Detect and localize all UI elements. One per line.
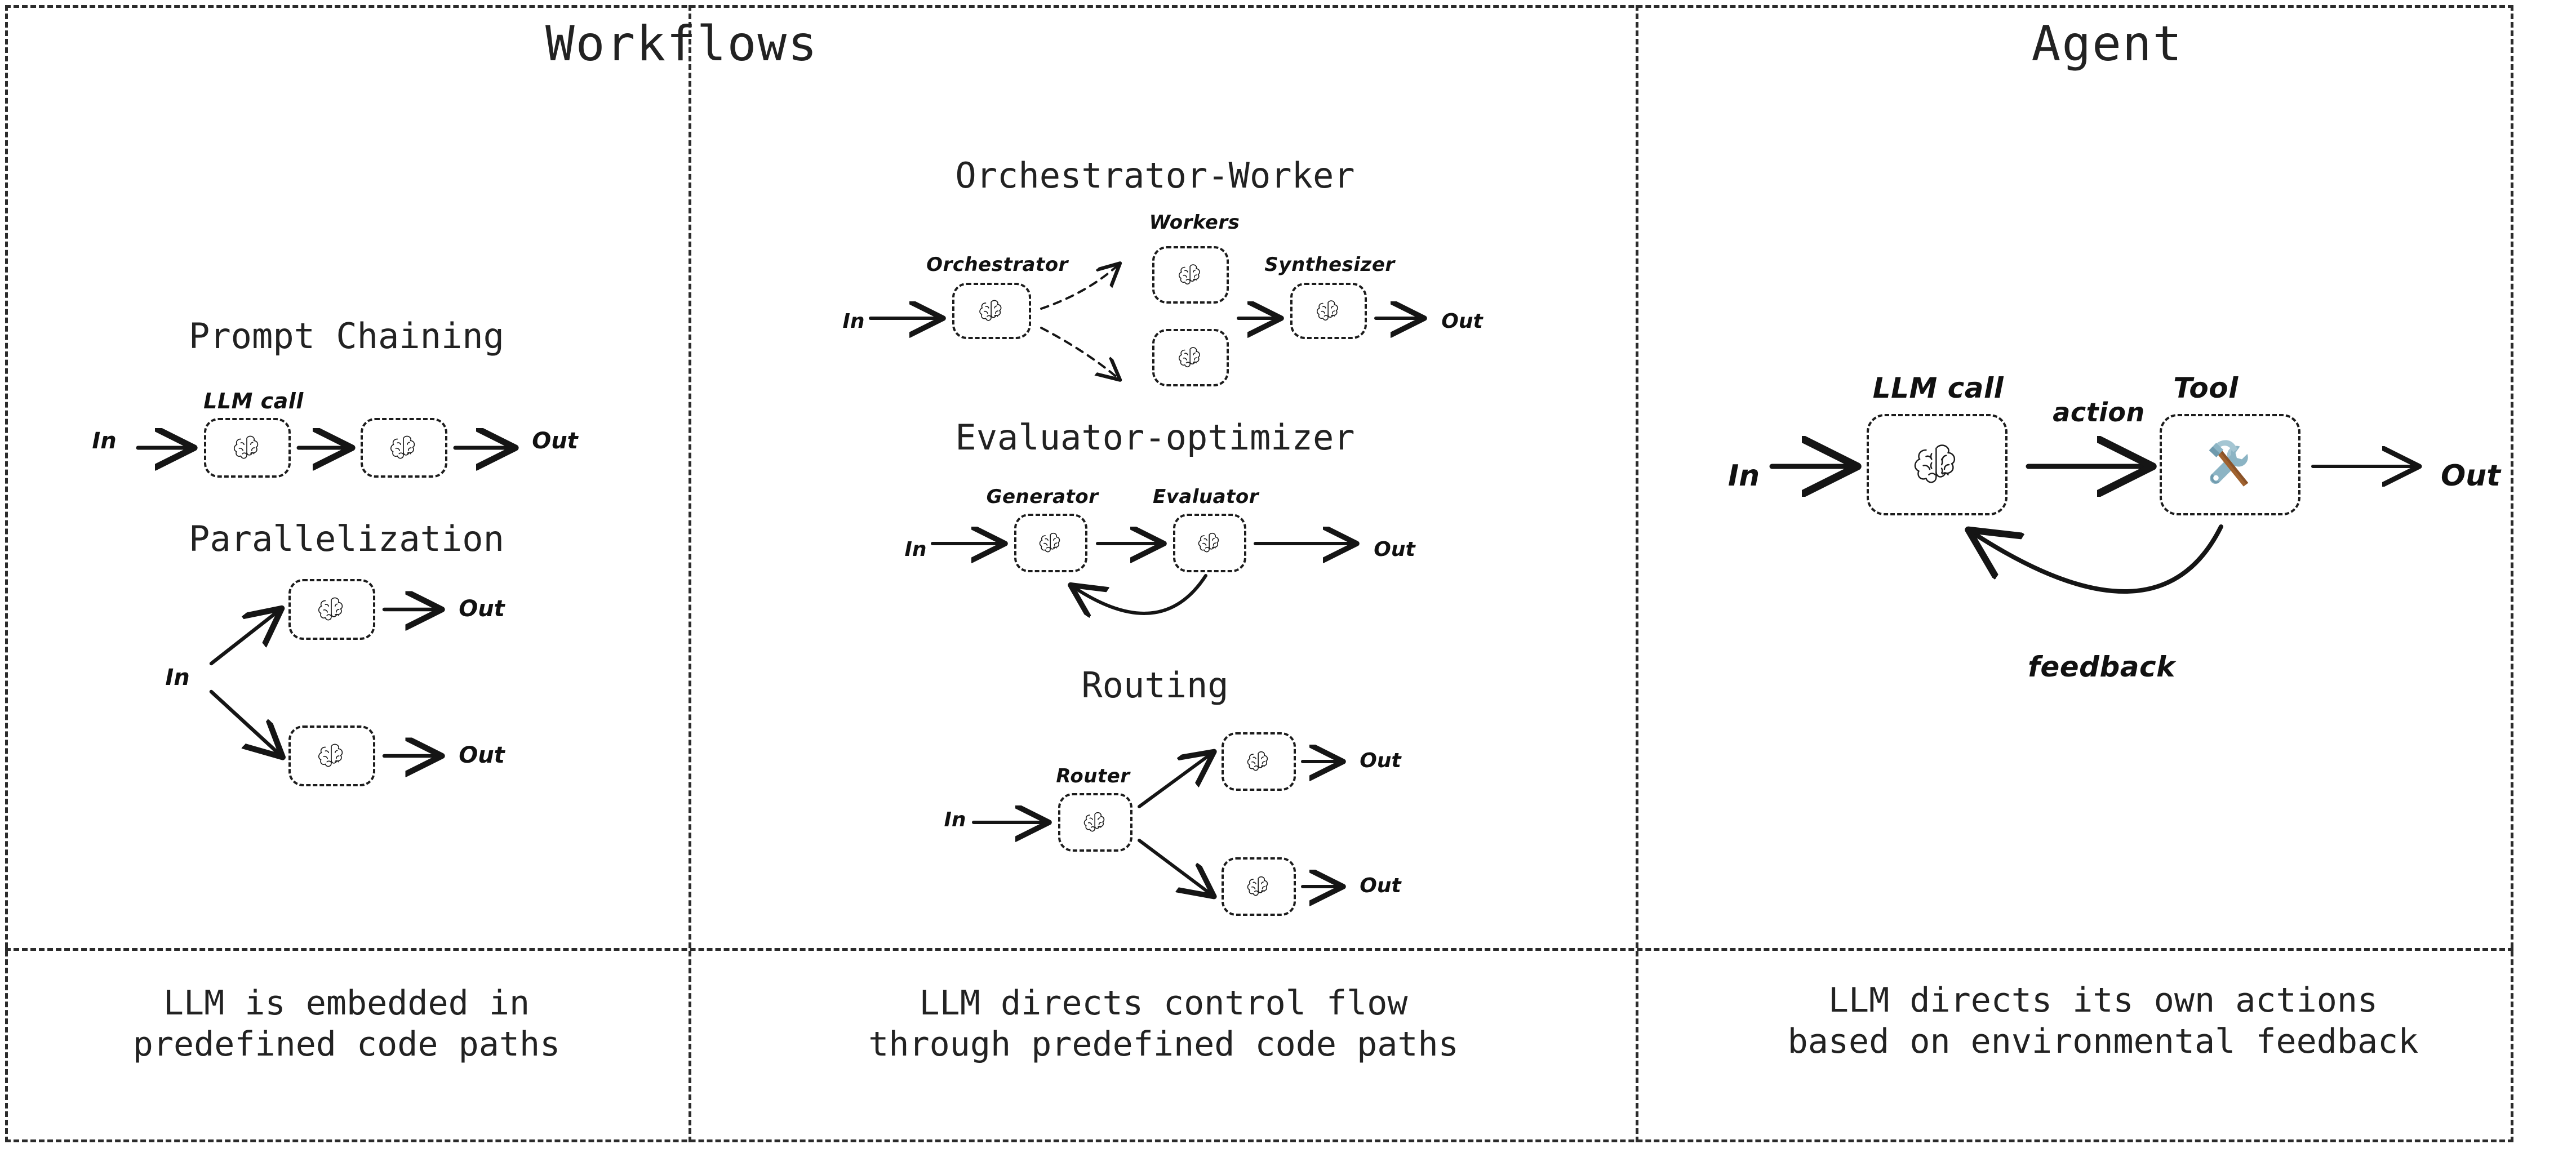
- brain-icon: [1175, 260, 1206, 290]
- agent-llm-call-label: LLM call: [1872, 372, 2004, 404]
- pattern-title-orchestrator-worker: Orchestrator-Worker: [955, 155, 1355, 196]
- brain-icon: [1195, 528, 1224, 558]
- node-route-target-2[interactable]: [1222, 857, 1296, 916]
- prompt-chaining-in-label: In: [92, 428, 117, 454]
- node-generator[interactable]: [1014, 514, 1087, 572]
- generator-label: Generator: [986, 486, 1099, 508]
- pattern-title-parallelization: Parallelization: [189, 518, 504, 559]
- evaluator-label: Evaluator: [1152, 486, 1259, 508]
- router-label: Router: [1056, 765, 1130, 787]
- routing-in-label: In: [944, 808, 966, 831]
- agent-tool-label: Tool: [2173, 372, 2239, 404]
- brain-icon: [1244, 747, 1273, 776]
- brain-icon: [976, 295, 1007, 327]
- evaluator-optimizer-out-label: Out: [1374, 538, 1415, 561]
- node-worker-2[interactable]: [1152, 329, 1229, 386]
- parallelization-in-label: In: [165, 665, 190, 691]
- node-agent-tool[interactable]: [2160, 414, 2300, 515]
- node-evaluator[interactable]: [1173, 514, 1246, 572]
- brain-icon: [314, 738, 349, 773]
- node-parallel-branch-1[interactable]: [288, 579, 375, 640]
- caption-right: LLM directs its own actions based on env…: [1787, 981, 2419, 1062]
- routing-out-label-1: Out: [1360, 749, 1401, 772]
- column-divider-2: [1636, 5, 1638, 1142]
- column-divider-1: [689, 5, 691, 1142]
- header-workflows: Workflows: [545, 16, 818, 72]
- brain-icon: [1244, 872, 1273, 901]
- parallelization-out-label-1: Out: [459, 596, 505, 622]
- pattern-title-prompt-chaining: Prompt Chaining: [189, 315, 504, 357]
- caption-middle: LLM directs control flow through predefi…: [868, 983, 1459, 1065]
- brain-icon: [230, 430, 265, 465]
- hammer-and-wrench-icon: [2197, 431, 2263, 498]
- agent-in-label: In: [1727, 459, 1760, 493]
- agent-action-edge-label: action: [2053, 397, 2145, 428]
- outer-frame: [5, 5, 2513, 1142]
- node-route-target-1[interactable]: [1222, 732, 1296, 791]
- prompt-chaining-out-label: Out: [532, 428, 578, 454]
- pattern-title-evaluator-optimizer: Evaluator-optimizer: [955, 417, 1355, 458]
- caption-left: LLM is embedded in predefined code paths: [132, 983, 561, 1065]
- pattern-title-routing: Routing: [1081, 665, 1229, 706]
- prompt-chaining-llm-call-label: LLM call: [203, 389, 304, 413]
- brain-icon: [314, 592, 349, 627]
- node-agent-llm-call[interactable]: [1867, 414, 2007, 515]
- brain-icon: [1175, 342, 1206, 373]
- node-worker-1[interactable]: [1152, 246, 1229, 304]
- routing-out-label-2: Out: [1360, 874, 1401, 897]
- node-parallel-branch-2[interactable]: [288, 725, 375, 786]
- node-llm-call-2[interactable]: [361, 418, 447, 478]
- agent-out-label: Out: [2440, 459, 2501, 493]
- node-llm-call-1[interactable]: [204, 418, 291, 478]
- orchestrator-worker-workers-group-label: Workers: [1149, 211, 1240, 234]
- agent-feedback-edge-label: feedback: [2028, 651, 2175, 683]
- brain-icon: [1036, 528, 1065, 558]
- brain-icon: [1908, 435, 1966, 494]
- brain-icon: [387, 430, 421, 465]
- caption-row-divider: [5, 948, 2513, 951]
- node-router[interactable]: [1058, 793, 1132, 852]
- parallelization-out-label-2: Out: [459, 742, 505, 768]
- evaluator-optimizer-in-label: In: [904, 538, 927, 561]
- orchestrator-label: Orchestrator: [926, 253, 1068, 276]
- node-orchestrator[interactable]: [952, 283, 1031, 339]
- header-agent: Agent: [2031, 16, 2183, 72]
- synthesizer-label: Synthesizer: [1264, 253, 1395, 276]
- brain-icon: [1081, 808, 1110, 837]
- orchestrator-worker-out-label: Out: [1441, 310, 1483, 333]
- orchestrator-worker-in-label: In: [842, 310, 865, 333]
- node-synthesizer[interactable]: [1290, 283, 1367, 339]
- brain-icon: [1313, 296, 1344, 326]
